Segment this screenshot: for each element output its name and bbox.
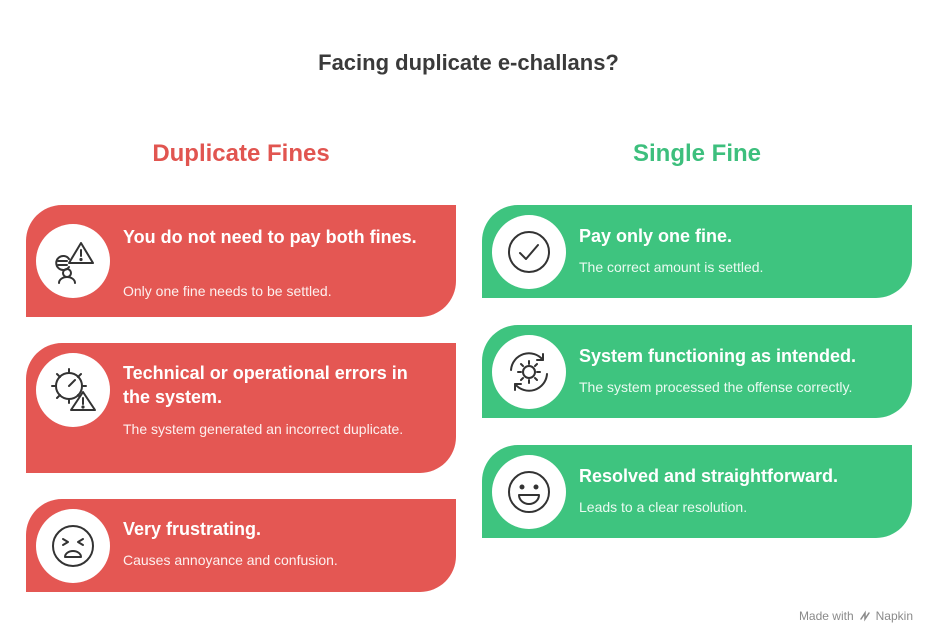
card-title: Resolved and straightforward. — [579, 466, 839, 486]
frustrated-face-icon — [36, 509, 110, 583]
card-desc: The system generated an incorrect duplic… — [123, 421, 404, 437]
card-system-ok: System functioning as intended. The syst… — [482, 325, 912, 418]
gear-gauge-warning-icon — [36, 353, 110, 427]
card-desc: Causes annoyance and confusion. — [123, 552, 338, 568]
made-with-napkin-footer: Made with Napkin — [799, 609, 913, 623]
card-pay-both: You do not need to pay both fines. Only … — [26, 205, 456, 317]
card-title: Very frustrating. — [123, 519, 262, 539]
euro-warning-icon — [36, 224, 110, 298]
card-desc: Leads to a clear resolution. — [579, 499, 748, 515]
smile-face-icon — [492, 455, 566, 529]
card-pay-one: Pay only one fine. The correct amount is… — [482, 205, 912, 298]
card-desc: The correct amount is settled. — [579, 259, 764, 275]
card-technical-errors: Technical or operational errors in the s… — [26, 343, 456, 473]
page-title: Facing duplicate e-challans? — [318, 50, 619, 75]
napkin-brand-label: Napkin — [875, 609, 913, 623]
check-circle-icon — [492, 215, 566, 289]
card-title: Technical or operational errors in the s… — [123, 363, 408, 407]
duplicate-fines-heading: Duplicate Fines — [152, 140, 330, 167]
made-with-label: Made with — [798, 609, 854, 623]
card-desc: Only one fine needs to be settled. — [123, 283, 332, 299]
napkin-logo-icon — [859, 610, 870, 622]
gear-cycle-icon — [492, 335, 566, 409]
card-frustrating: Very frustrating. Causes annoyance and c… — [26, 499, 456, 592]
card-resolved: Resolved and straightforward. Leads to a… — [482, 445, 912, 538]
card-title: System functioning as intended. — [579, 346, 857, 366]
single-fine-heading: Single Fine — [632, 140, 761, 167]
card-title: You do not need to pay both fines. — [123, 227, 417, 247]
card-desc: The system processed the offense correct… — [579, 379, 853, 395]
card-title: Pay only one fine. — [579, 226, 733, 246]
